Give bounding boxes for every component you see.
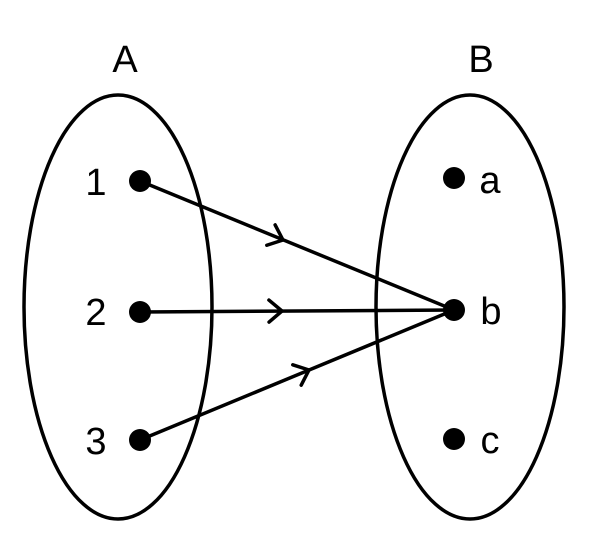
mapping-arrows <box>139 179 455 442</box>
set-a-element-label: 3 <box>85 421 106 463</box>
set-a-title: A <box>112 39 138 81</box>
set-b-element-label: a <box>479 160 501 202</box>
mapping-line <box>139 308 455 442</box>
set-a-element-label: 1 <box>85 162 106 204</box>
set-b-element-label: b <box>480 291 501 333</box>
arrow-head-icon <box>265 223 285 247</box>
arrow-head-icon <box>291 363 311 387</box>
arrow-head-icon <box>267 298 284 324</box>
set-a: A 1 2 3 <box>22 39 214 521</box>
set-b-oval <box>374 93 566 521</box>
set-b-element-dot <box>443 428 465 450</box>
mapping-arrow-3-to-b <box>139 308 455 442</box>
set-b: B a b c <box>374 39 566 521</box>
mapping-arrow-2-to-b <box>139 298 455 324</box>
set-b-title: B <box>468 39 493 81</box>
mapping-line <box>139 179 455 312</box>
set-b-element-dot <box>443 167 465 189</box>
set-a-oval <box>22 93 214 521</box>
mapping-arrow-1-to-b <box>139 179 455 312</box>
set-b-element-label: c <box>481 420 500 462</box>
set-a-element-label: 2 <box>85 292 106 334</box>
mapping-line <box>139 308 455 314</box>
